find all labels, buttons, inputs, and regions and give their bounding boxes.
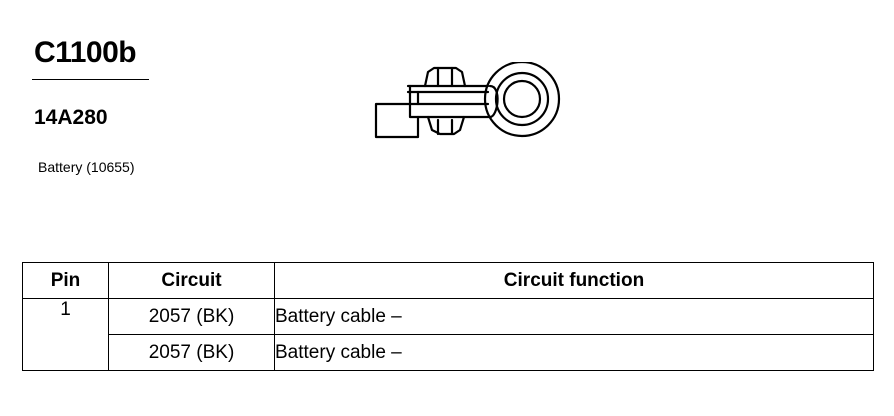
pin-table: Pin Circuit Circuit function 1 2057 (BK)… <box>22 262 874 371</box>
function-cell: Battery cable – <box>274 334 874 371</box>
battery-terminal-icon <box>374 62 561 139</box>
part-number: 14A280 <box>34 106 108 129</box>
header-pin: Pin <box>22 262 109 299</box>
header-circuit: Circuit <box>108 262 275 299</box>
function-cell: Battery cable – <box>274 298 874 335</box>
table-row: 1 2057 (BK) Battery cable – <box>22 298 874 371</box>
header-circuit-function: Circuit function <box>274 262 874 299</box>
table-header-row: Pin Circuit Circuit function <box>22 262 874 299</box>
title-underline <box>32 79 149 80</box>
table-row: 2057 (BK) Battery cable – <box>23 334 874 371</box>
circuit-cell: 2057 (BK) <box>108 298 275 335</box>
connector-id: C1100b <box>34 36 137 69</box>
circuit-cell: 2057 (BK) <box>108 334 275 371</box>
component-name: Battery (10655) <box>38 159 135 175</box>
pin-cell: 1 <box>22 298 109 371</box>
